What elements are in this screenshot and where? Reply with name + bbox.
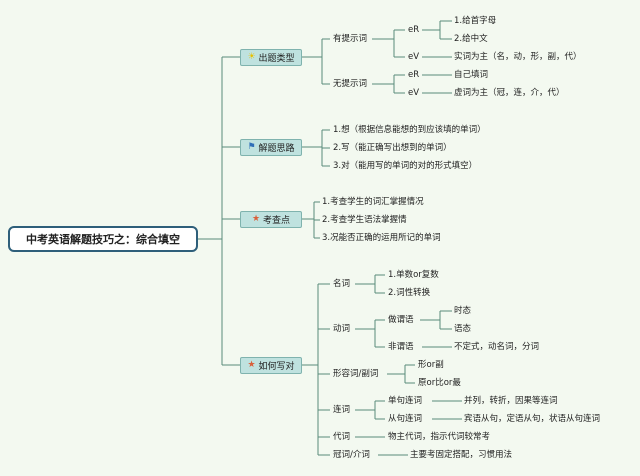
node-simple-conj: 单句连词 <box>388 396 423 406</box>
leaf: 3.对（能用写的单词的对的形式填空） <box>333 161 478 171</box>
node-conjunction: 连词 <box>333 405 351 415</box>
category-label: 如何写对 <box>258 362 295 372</box>
node-noun: 名词 <box>333 279 351 289</box>
node-predicate: 做谓语 <box>388 315 414 325</box>
leaf: 1.单数or复数 <box>388 270 439 280</box>
category-solving-approach[interactable]: ⚑ 解题思路 <box>240 139 302 156</box>
node-article-prep: 冠词/介词 <box>333 450 370 460</box>
leaf: 2.给中文 <box>454 34 488 44</box>
category-label: 考查点 <box>263 216 291 226</box>
node-pronoun: 代词 <box>333 432 351 442</box>
leaf: 自己填词 <box>454 70 489 80</box>
leaf: 形or副 <box>418 360 444 370</box>
leaf: 原or比or最 <box>418 378 461 388</box>
category-label: 出题类型 <box>258 54 295 64</box>
node-without-hint: 无提示词 <box>333 79 368 89</box>
node-ev: eV <box>408 88 420 98</box>
category-test-points[interactable]: ★ 考查点 <box>240 211 302 228</box>
node-ev: eV <box>408 52 420 62</box>
category-how-to-write[interactable]: ★ 如何写对 <box>240 357 302 374</box>
leaf: 宾语从句，定语从句，状语从句连词 <box>464 414 601 424</box>
node-non-predicate: 非谓语 <box>388 342 414 352</box>
sun-icon: ☀ <box>247 52 256 62</box>
leaf: 实词为主（名，动，形，副，代） <box>454 52 582 62</box>
category-label: 解题思路 <box>258 144 295 154</box>
leaf: 2.考查学生语法掌握情 <box>322 215 407 225</box>
flag-icon: ⚑ <box>247 142 256 152</box>
leaf: 并列，转折，因果等连词 <box>464 396 558 406</box>
node-adj-adv: 形容词/副词 <box>333 369 379 379</box>
leaf: 语态 <box>454 324 472 334</box>
root-topic: 中考英语解题技巧之：综合填空 <box>8 226 198 252</box>
leaf: 1.考查学生的词汇掌握情况 <box>322 197 424 207</box>
node-with-hint: 有提示词 <box>333 34 368 44</box>
leaf: 物主代词，指示代词较常考 <box>388 432 491 442</box>
leaf: 主要考固定搭配，习惯用法 <box>410 450 513 460</box>
leaf: 1.想（根据信息能想的到应该填的单词） <box>333 125 486 135</box>
node-er: eR <box>408 70 420 80</box>
node-clause-conj: 从句连词 <box>388 414 423 424</box>
leaf: 不定式，动名词，分词 <box>454 342 540 352</box>
node-er: eR <box>408 25 420 35</box>
leaf: 2.词性转换 <box>388 288 431 298</box>
leaf: 虚词为主（冠，连，介，代） <box>454 88 565 98</box>
star-icon: ★ <box>251 214 261 224</box>
leaf: 时态 <box>454 306 472 316</box>
star-icon: ★ <box>247 360 256 370</box>
leaf: 3.况能否正确的运用所记的单词 <box>322 233 441 243</box>
category-question-types[interactable]: ☀ 出题类型 <box>240 49 302 66</box>
node-verb: 动词 <box>333 324 351 334</box>
leaf: 2.写（能正确写出想到的单词） <box>333 143 452 153</box>
leaf: 1.给首字母 <box>454 16 497 26</box>
